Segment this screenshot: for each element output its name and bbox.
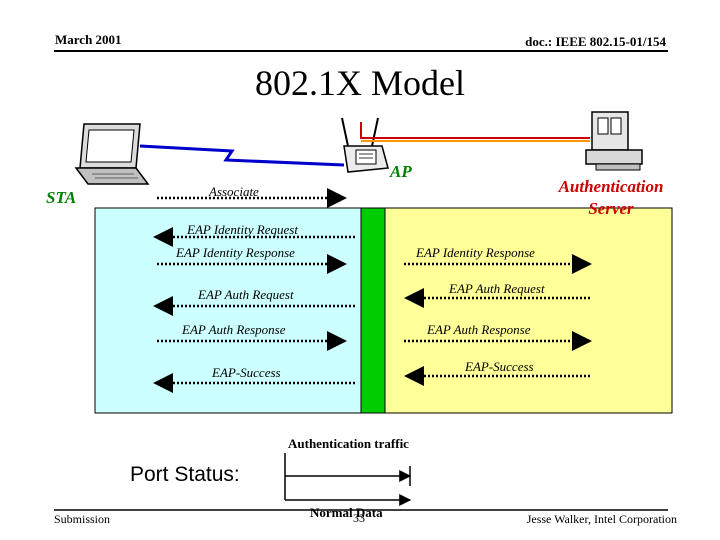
footer-page-number: 33 — [353, 511, 365, 525]
server-icon — [585, 111, 643, 171]
msg-eap-success-right: EAP-Success — [465, 359, 534, 374]
msg-eap-identity-request: EAP Identity Request — [187, 222, 298, 237]
msg-eap-auth-request-right: EAP Auth Request — [449, 281, 545, 296]
laptop-icon — [74, 123, 150, 185]
footer-submission: Submission — [54, 512, 111, 526]
header-rule — [54, 50, 668, 52]
wireless-link — [139, 144, 345, 167]
ap-label: AP — [390, 162, 412, 181]
sta-label: STA — [46, 188, 77, 207]
msg-eap-identity-response-right: EAP Identity Response — [416, 245, 535, 260]
access-point-icon — [341, 117, 389, 173]
header-doc-id: doc.: IEEE 802.15-01/154 — [525, 34, 666, 49]
server-label: Authentication Server — [558, 177, 664, 218]
page-title: 802.1X Model — [255, 63, 465, 103]
msg-eap-auth-response-right: EAP Auth Response — [427, 322, 531, 337]
server-region — [383, 207, 673, 414]
msg-eap-auth-response-left: EAP Auth Response — [182, 322, 286, 337]
port-bar — [360, 207, 386, 414]
sta-region — [94, 207, 366, 414]
wired-link-red — [360, 122, 590, 139]
header-date: March 2001 — [55, 32, 122, 47]
legend-normal-data-label: Normal Data — [310, 505, 383, 520]
footer-author: Jesse Walker, Intel Corporation — [526, 512, 677, 526]
legend-auth-traffic-label: Authentication traffic — [288, 436, 409, 451]
msg-associate: Associate — [209, 184, 259, 199]
port-status-label: Port Status: — [130, 463, 240, 486]
msg-eap-identity-response-left: EAP Identity Response — [176, 245, 295, 260]
msg-eap-auth-request-left: EAP Auth Request — [198, 287, 294, 302]
msg-eap-success-left: EAP-Success — [212, 365, 281, 380]
